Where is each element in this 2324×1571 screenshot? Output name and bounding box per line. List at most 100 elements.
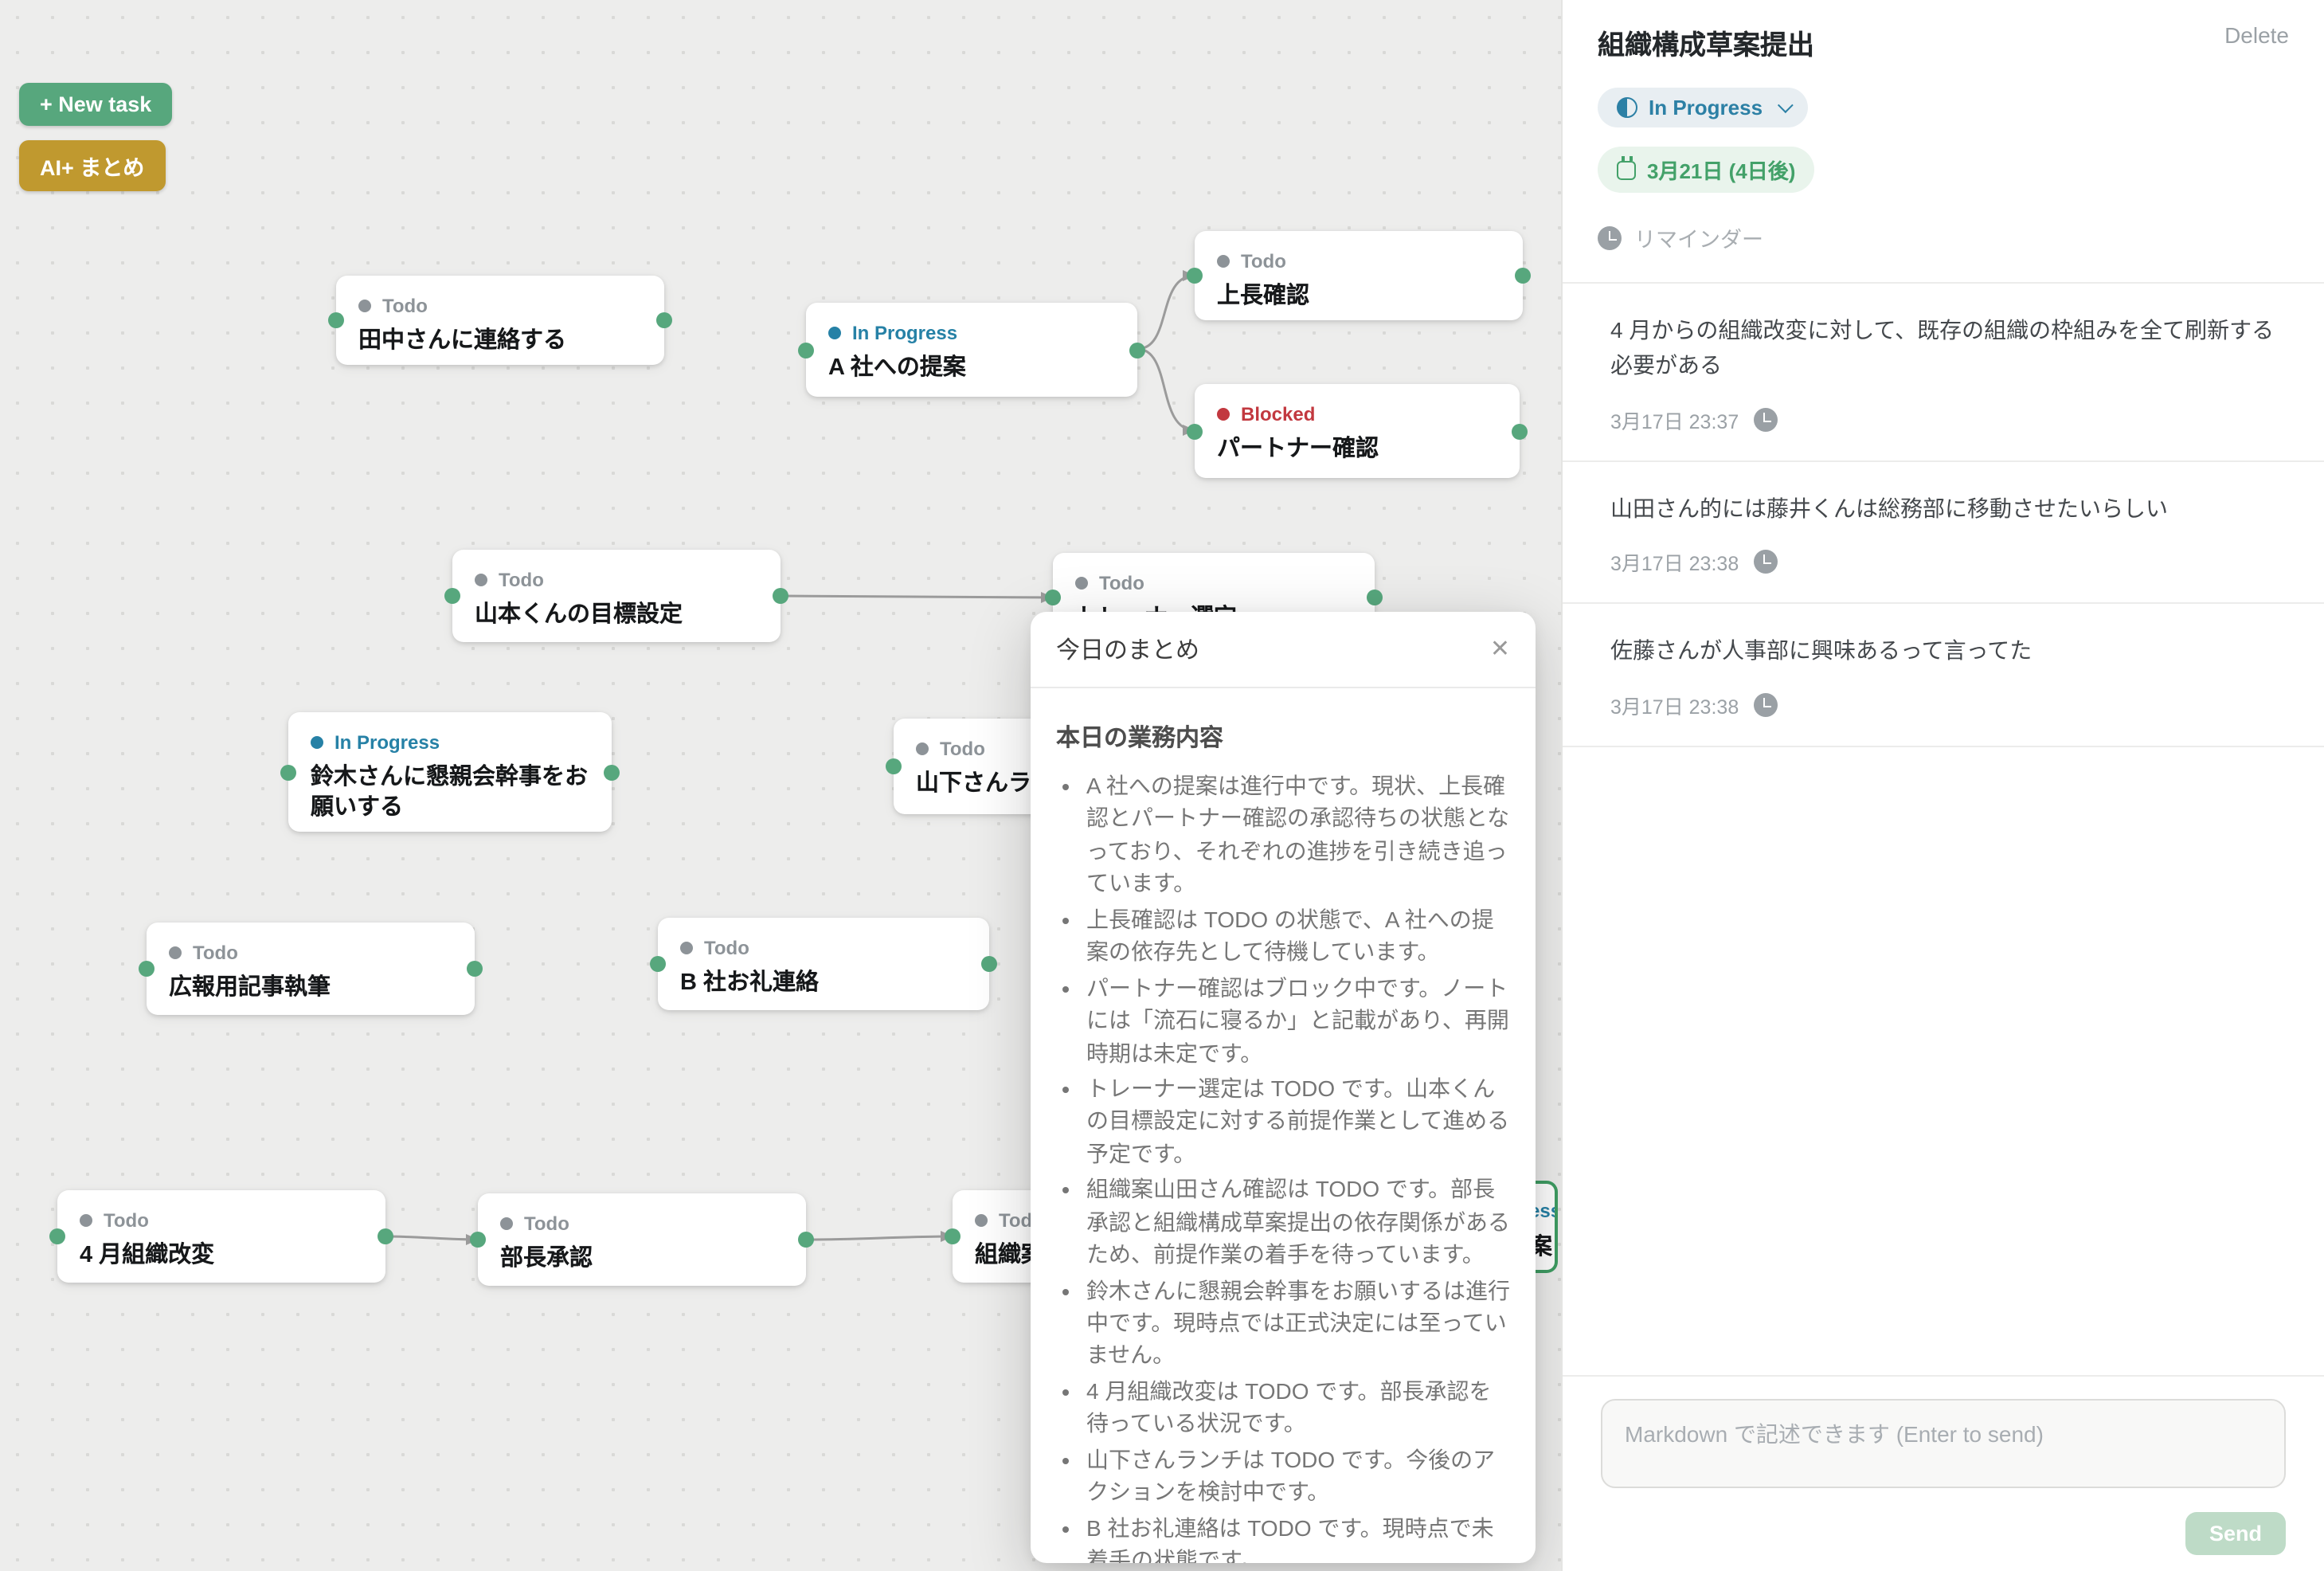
node-title: 山本くんの目標設定 (475, 602, 683, 628)
node-status-row: Todo (475, 569, 758, 591)
node-handle-right[interactable] (981, 956, 997, 972)
node-status-row: Todo (1075, 572, 1352, 594)
notes-list: 4 月からの組織改変に対して、既存の組織の枠組みを全て刷新する必要がある 3月17… (1563, 284, 2324, 1375)
close-icon[interactable]: ✕ (1489, 636, 1510, 663)
edge-yamamoto-trainer (780, 591, 1054, 603)
node-handle-right[interactable] (467, 961, 483, 977)
summary-bullet: 鈴木さんに懇親会幹事をお願いするは進行中です。現時点では正式決定には至っていませ… (1086, 1274, 1510, 1372)
edge-april-bucho (385, 1233, 479, 1245)
node-handle-right[interactable] (1129, 342, 1145, 358)
node-handle-left[interactable] (470, 1232, 486, 1248)
node-title: 4 月組織改変 (80, 1243, 215, 1268)
node-handle-left[interactable] (328, 312, 344, 328)
node-handle-right[interactable] (798, 1232, 814, 1248)
selected-node-title-fragment: 案 (1536, 1228, 1555, 1262)
modal-body[interactable]: 本日の業務内容 A 社への提案は進行中です。現状、上長確認とパートナー確認の承認… (1031, 688, 1536, 1563)
node-status-label: Todo (704, 937, 749, 959)
node-title: 部長承認 (500, 1246, 593, 1271)
node-handle-left[interactable] (49, 1228, 65, 1244)
reminder-label: リマインダー (1634, 228, 1763, 252)
ai-summary-button[interactable]: AI+ まとめ (19, 140, 166, 191)
edge-asha-jocho (1137, 270, 1195, 351)
node-handle-left[interactable] (444, 588, 460, 604)
node-handle-right[interactable] (773, 588, 788, 604)
task-node-april[interactable]: Todo 4 月組織改変 (49, 1190, 393, 1283)
node-title: 鈴木さんに懇親会幹事をお願いする (311, 765, 588, 821)
status-dot-icon (80, 1214, 92, 1227)
node-handle-left[interactable] (1187, 268, 1203, 284)
node-handle-left[interactable] (798, 342, 814, 358)
node-handle-left[interactable] (280, 764, 296, 780)
node-handle-left[interactable] (1187, 423, 1203, 439)
status-dot-icon (475, 574, 487, 586)
status-label: In Progress (1649, 96, 1763, 119)
node-handle-left[interactable] (139, 961, 155, 977)
edge-bucho-soshikian (805, 1231, 953, 1243)
modal-header: 今日のまとめ ✕ (1031, 612, 1536, 688)
node-status-row: Todo (80, 1209, 363, 1232)
note-meta: 3月17日 23:37 (1610, 405, 2276, 435)
node-title: パートナー確認 (1217, 437, 1379, 462)
status-select[interactable]: In Progress (1598, 88, 1808, 127)
node-status-label: Todo (940, 738, 985, 760)
node-title: B 社お礼連絡 (680, 970, 819, 996)
edge-asha-partner (1137, 347, 1195, 436)
selected-task-node-clipped[interactable]: ess 案 (1536, 1181, 1558, 1273)
task-node-bsha[interactable]: Todo B 社お礼連絡 (650, 918, 997, 1010)
node-title: 広報用記事執筆 (169, 975, 331, 1001)
reminder-row[interactable]: リマインダー (1598, 221, 2289, 253)
due-date-button[interactable]: 3月21日 (4日後) (1598, 147, 1815, 193)
chevron-down-icon (1776, 97, 1793, 114)
summary-bullet: 山下さんランチは TODO です。今後のアクションを検討中です。 (1086, 1444, 1510, 1509)
note-input[interactable] (1601, 1399, 2286, 1488)
node-status-label: Todo (104, 1209, 149, 1232)
node-handle-left[interactable] (650, 956, 666, 972)
status-half-circle-icon (1617, 97, 1637, 118)
node-title: 田中さんに連絡する (358, 328, 566, 354)
node-handle-right[interactable] (604, 764, 620, 780)
status-dot-icon (500, 1217, 513, 1230)
send-button[interactable]: Send (2185, 1512, 2286, 1555)
delete-button[interactable]: Delete (2224, 22, 2289, 48)
new-task-button[interactable]: + New task (19, 83, 173, 126)
status-dot-icon (311, 736, 323, 749)
node-handle-right[interactable] (1512, 423, 1528, 439)
node-handle-right[interactable] (378, 1228, 393, 1244)
summary-bullet: 上長確認は TODO の状態で、A 社への提案の依存先として待機しています。 (1086, 903, 1510, 969)
task-detail-sidebar: 組織構成草案提出 Delete In Progress 3月21日 (4日後) … (1561, 0, 2324, 1571)
task-node-bucho[interactable]: Todo 部長承認 (470, 1193, 814, 1286)
node-handle-right[interactable] (1515, 268, 1531, 284)
clock-icon (1753, 692, 1778, 717)
flow-canvas[interactable]: + New task AI+ まとめ Todo 田中さんに連絡する In Progr… (0, 0, 1561, 1571)
note-item: 4 月からの組織改変に対して、既存の組織の枠組みを全て刷新する必要がある 3月17… (1563, 284, 2324, 462)
selected-node-fragment: ess 案 (1536, 1184, 1555, 1262)
note-timestamp: 3月17日 23:37 (1610, 410, 1739, 433)
status-dot-icon (828, 327, 841, 339)
note-timestamp: 3月17日 23:38 (1610, 695, 1739, 719)
node-handle-left[interactable] (1045, 590, 1061, 605)
node-status-row: Todo (358, 295, 642, 317)
node-status-label: Todo (382, 295, 428, 317)
summary-bullet: 組織案山田さん確認は TODO です。部長承認と組織構成草案提出の依存関係がある… (1086, 1173, 1510, 1271)
task-node-yamamoto[interactable]: Todo 山本くんの目標設定 (444, 550, 788, 642)
status-dot-icon (169, 946, 182, 959)
node-handle-left[interactable] (945, 1228, 961, 1244)
due-date-label: 3月21日 (4日後) (1647, 159, 1796, 183)
node-status-label: Todo (524, 1213, 569, 1235)
node-handle-right[interactable] (656, 312, 672, 328)
node-handle-left[interactable] (886, 758, 902, 774)
task-node-tanaka[interactable]: Todo 田中さんに連絡する (328, 276, 672, 365)
node-handle-right[interactable] (1367, 590, 1383, 605)
status-dot-icon (680, 942, 693, 954)
summary-bullet-list: A 社への提案は進行中です。現状、上長確認とパートナー確認の承認待ちの状態となっ… (1056, 770, 1510, 1563)
node-status-row: In Progress (828, 322, 1115, 344)
note-text: 4 月からの組織改変に対して、既存の組織の枠組みを全て刷新する必要がある (1610, 317, 2275, 378)
note-timestamp: 3月17日 23:38 (1610, 553, 1739, 576)
